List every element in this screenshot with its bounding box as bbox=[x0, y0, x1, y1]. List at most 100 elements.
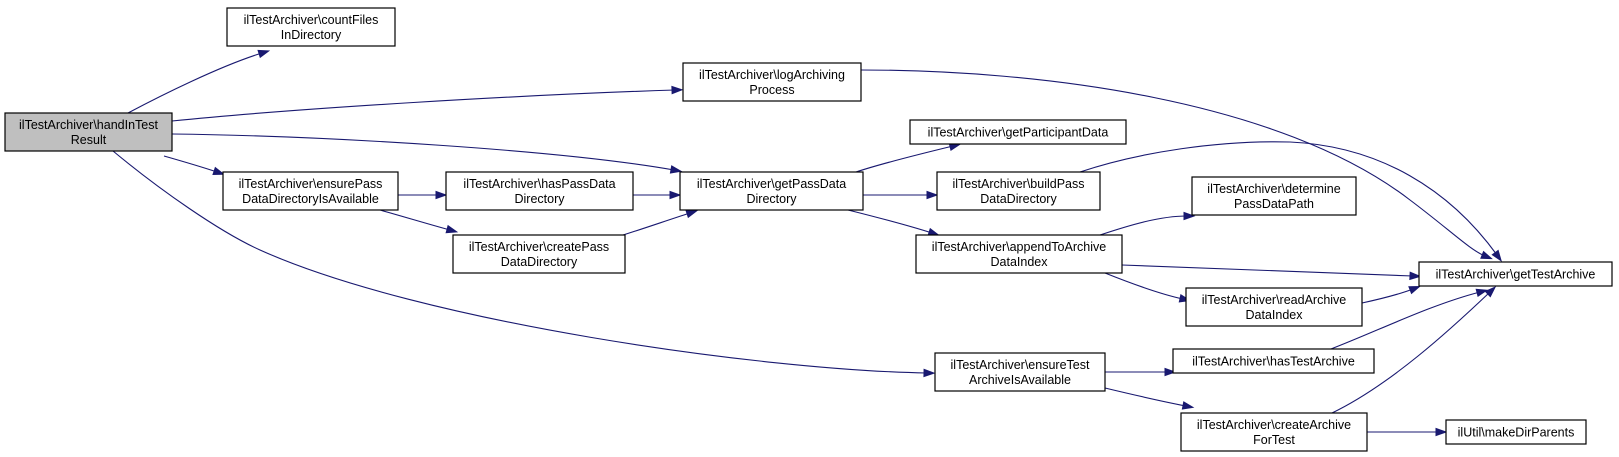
arrowhead-icon bbox=[671, 85, 684, 95]
node-label-line: DataIndex bbox=[991, 255, 1049, 269]
node-label-line: Directory bbox=[746, 192, 797, 206]
node-label-line: ilTestArchiver\ensureTest bbox=[951, 358, 1090, 372]
edge-line bbox=[127, 52, 263, 114]
node-label-line: PassDataPath bbox=[1234, 197, 1314, 211]
node-box bbox=[4, 112, 173, 152]
node-box bbox=[909, 119, 1127, 145]
edge-getPassDataDirectory-to-getParticipantData bbox=[855, 142, 962, 173]
node-label-line: ilTestArchiver\createPass bbox=[469, 240, 609, 254]
edge-line bbox=[860, 69, 1486, 257]
node-label-line: ilTestArchiver\hasPassData bbox=[463, 177, 615, 191]
edge-createArchiveForTest-to-getTestArchive bbox=[1331, 286, 1497, 414]
node-label-line: ilTestArchiver\ensurePass bbox=[239, 177, 383, 191]
edge-ensurePassDataDirectoryIsAvailable-to-createPassDataDirectory bbox=[379, 209, 459, 234]
edge-line bbox=[1104, 272, 1184, 300]
edge-getPassDataDirectory-to-appendToArchiveDataIndex bbox=[847, 209, 941, 237]
edge-handInTestResult-to-countFilesInDirectory bbox=[127, 49, 271, 114]
node-label-line: ilTestArchiver\getParticipantData bbox=[928, 126, 1109, 140]
arrowhead-icon bbox=[1475, 288, 1489, 298]
node-box bbox=[452, 234, 626, 274]
node-label-line: ilTestArchiver\handInTest bbox=[19, 118, 158, 132]
node-box bbox=[1185, 287, 1363, 327]
arrowhead-icon bbox=[926, 190, 939, 200]
node-hasTestArchive[interactable]: ilTestArchiver\hasTestArchive bbox=[1172, 348, 1375, 374]
node-label-line: ilTestArchiver\getTestArchive bbox=[1436, 268, 1596, 282]
edge-logArchivingProcess-to-getTestArchive bbox=[860, 69, 1493, 260]
edge-handInTestResult-to-getPassDataDirectory bbox=[171, 133, 683, 174]
edge-line bbox=[171, 133, 675, 171]
node-box bbox=[682, 62, 862, 102]
node-box bbox=[1418, 261, 1613, 287]
node-label-line: ilUtil\makeDirParents bbox=[1458, 426, 1575, 440]
arrowhead-icon bbox=[1435, 427, 1448, 437]
node-label-line: ilTestArchiver\countFiles bbox=[244, 13, 379, 27]
node-label-line: ilTestArchiver\appendToArchive bbox=[932, 240, 1106, 254]
node-label-line: ilTestArchiver\createArchive bbox=[1197, 418, 1351, 432]
edge-line bbox=[379, 209, 451, 231]
edge-line bbox=[1331, 291, 1491, 414]
node-label-line: ArchiveIsAvailable bbox=[969, 373, 1071, 387]
arrowhead-icon bbox=[1181, 401, 1195, 410]
edge-buildPassDataDirectory-to-getTestArchive bbox=[1079, 141, 1502, 262]
arrowhead-icon bbox=[1484, 286, 1497, 298]
edge-getPassDataDirectory-to-buildPassDataDirectory bbox=[863, 190, 939, 200]
node-label-line: Process bbox=[749, 83, 794, 97]
arrowhead-icon bbox=[1408, 285, 1421, 295]
edge-line bbox=[171, 89, 676, 122]
node-label-line: ilTestArchiver\buildPass bbox=[953, 177, 1085, 191]
edge-line bbox=[163, 155, 218, 173]
edge-hasTestArchive-to-getTestArchive bbox=[1104, 387, 1195, 410]
arrowhead-icon bbox=[1480, 250, 1493, 260]
arrowhead-icon bbox=[669, 190, 682, 200]
arrowhead-icon bbox=[257, 49, 271, 59]
node-box bbox=[915, 234, 1123, 274]
node-box bbox=[445, 171, 634, 211]
arrowhead-icon bbox=[445, 224, 459, 234]
arrowhead-icon bbox=[1409, 271, 1422, 281]
node-box bbox=[1180, 412, 1368, 452]
node-getTestArchive[interactable]: ilTestArchiver\getTestArchive bbox=[1418, 261, 1613, 287]
node-label-line: DataDirectory bbox=[980, 192, 1057, 206]
node-makeDirParents[interactable]: ilUtil\makeDirParents bbox=[1445, 419, 1587, 445]
node-label-line: ilTestArchiver\readArchive bbox=[1202, 293, 1347, 307]
node-box bbox=[222, 171, 399, 211]
node-ensurePassDataDirectoryIsAvailable[interactable]: ilTestArchiver\ensurePassDataDirectoryIs… bbox=[222, 171, 399, 211]
edge-line bbox=[1330, 291, 1481, 350]
edge-line bbox=[112, 150, 928, 374]
edge-readArchiveDataIndex-to-getTestArchive bbox=[1361, 285, 1421, 304]
edge-ensurePassDataDirectoryIsAvailable-to-hasPassDataDirectory bbox=[398, 190, 448, 200]
arrowhead-icon bbox=[685, 209, 699, 219]
edge-line bbox=[1099, 215, 1188, 236]
node-label-line: Result bbox=[71, 133, 107, 147]
edge-line bbox=[855, 145, 954, 173]
edge-line bbox=[1121, 264, 1414, 277]
node-label-line: InDirectory bbox=[281, 28, 342, 42]
node-label-line: Directory bbox=[514, 192, 565, 206]
edge-ensureTestArchiveIsAvailable-to-createArchiveForTest bbox=[1105, 367, 1177, 377]
edge-handInTestResult-to-ensureTestArchiveIsAvailable bbox=[112, 150, 936, 378]
arrowhead-icon bbox=[1164, 367, 1177, 377]
node-box bbox=[936, 171, 1101, 211]
node-label-line: ilTestArchiver\getPassData bbox=[697, 177, 846, 191]
edge-handInTestResult-to-ensurePassDataDirectoryIsAvailable bbox=[163, 155, 226, 175]
node-label-line: ilTestArchiver\determine bbox=[1207, 182, 1340, 196]
node-getParticipantData[interactable]: ilTestArchiver\getParticipantData bbox=[909, 119, 1127, 145]
node-box bbox=[934, 352, 1106, 392]
edge-line bbox=[847, 209, 933, 234]
arrowhead-icon bbox=[1183, 211, 1196, 221]
arrowhead-icon bbox=[923, 368, 936, 378]
node-ensureTestArchiveIsAvailable[interactable]: ilTestArchiver\ensureTestArchiveIsAvaila… bbox=[934, 352, 1106, 392]
node-label-line: ForTest bbox=[1253, 433, 1295, 447]
